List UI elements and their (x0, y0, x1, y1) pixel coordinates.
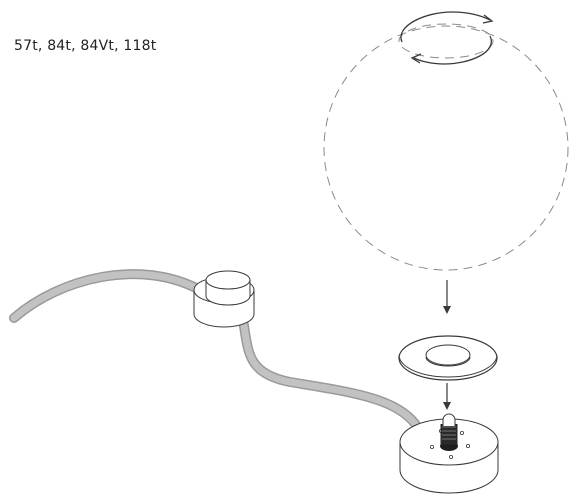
glass-globe (323, 23, 569, 271)
inline-dimmer-switch (193, 270, 255, 328)
bulb-socket-icon (440, 413, 458, 445)
rubber-gasket (398, 335, 498, 381)
power-cord (9, 269, 423, 433)
model-numbers-label: 57t, 84t, 84Vt, 118t (14, 38, 157, 54)
rotation-arrow-icon (400, 11, 494, 65)
